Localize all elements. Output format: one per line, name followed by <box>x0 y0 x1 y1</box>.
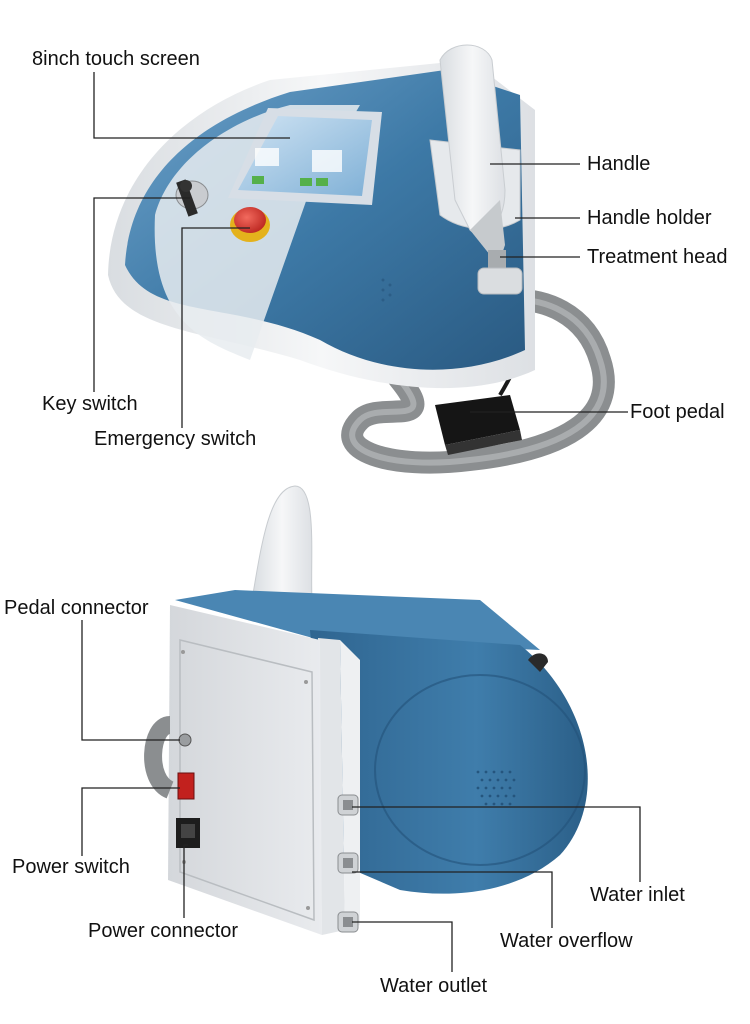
emergency-switch-illustration <box>230 207 270 242</box>
key-switch-illustration <box>175 179 209 217</box>
pedal-connector-illustration <box>178 733 192 747</box>
leader-water-overflow <box>352 871 553 928</box>
foot-pedal-illustration <box>435 395 522 455</box>
label-water-overflow: Water overflow <box>500 930 633 952</box>
label-handle: Handle <box>587 153 651 175</box>
label-foot-pedal: Foot pedal <box>630 401 725 423</box>
touch-screen <box>238 116 372 196</box>
leader-touch-screen <box>93 72 290 139</box>
leader-lines <box>81 72 641 972</box>
leader-emergency-switch <box>181 227 250 428</box>
leader-water-inlet <box>352 806 641 882</box>
label-treatment-head: Treatment head <box>587 246 728 268</box>
label-touch-screen: 8inch touch screen <box>32 48 200 70</box>
back-panel <box>168 605 322 935</box>
back-top-surface <box>175 590 540 650</box>
leader-water-outlet <box>352 921 453 972</box>
leader-power-connector <box>183 844 188 918</box>
label-key-switch: Key switch <box>42 393 138 415</box>
label-handle-holder: Handle holder <box>587 207 712 229</box>
back-device <box>144 485 588 935</box>
label-pedal-connector: Pedal connector <box>4 597 149 619</box>
power-switch-illustration <box>177 772 195 800</box>
leader-pedal-connector <box>81 620 180 741</box>
back-handle <box>251 485 313 601</box>
leader-power-switch <box>81 787 180 856</box>
label-water-outlet: Water outlet <box>380 975 488 997</box>
leader-key-switch <box>93 197 190 392</box>
label-power-switch: Power switch <box>12 856 130 878</box>
water-connectors-illustration <box>337 794 359 933</box>
label-water-inlet: Water inlet <box>590 884 685 906</box>
label-emergency-switch: Emergency switch <box>94 428 257 450</box>
treatment-head <box>488 250 506 268</box>
label-power-connector: Power connector <box>88 920 239 942</box>
back-side-shell <box>310 630 588 894</box>
front-device <box>108 44 615 474</box>
